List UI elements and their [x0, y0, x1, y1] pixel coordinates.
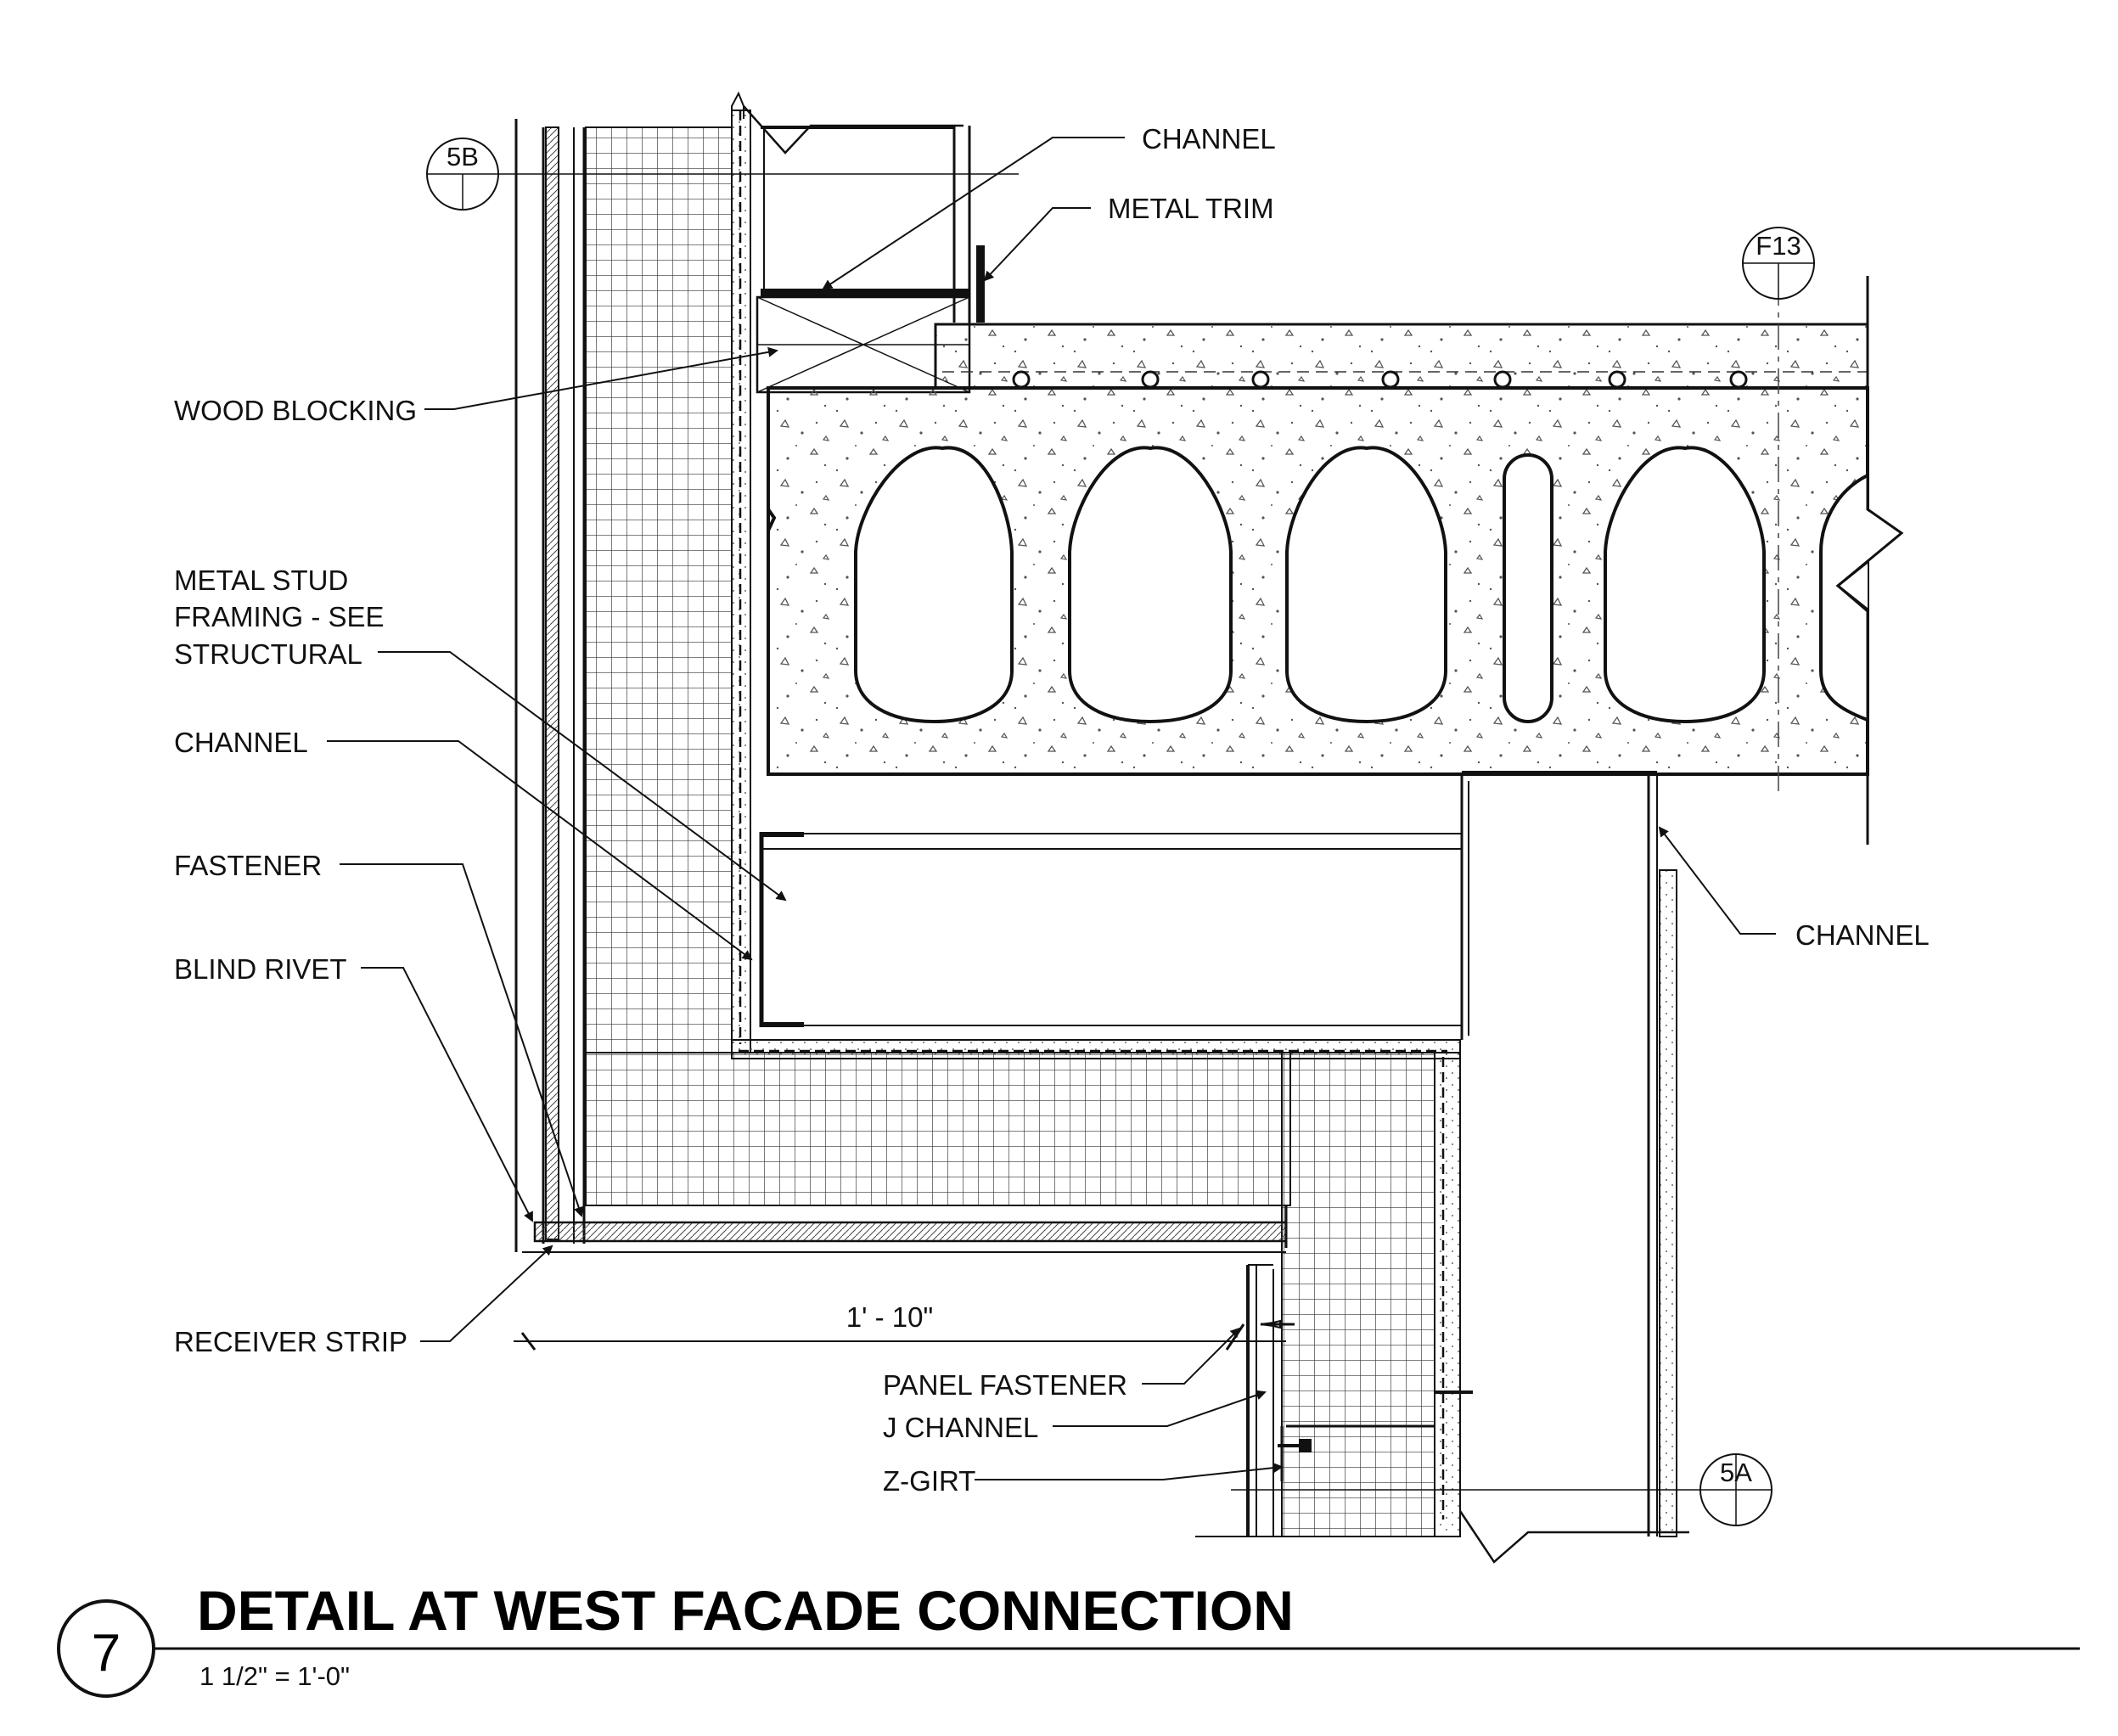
detail-scale: 1 1/2" = 1'-0" [199, 1661, 350, 1691]
detail-title: DETAIL AT WEST FACADE CONNECTION [197, 1579, 1294, 1642]
rebar-dot [1729, 370, 1748, 389]
insulation-horizontal [585, 1052, 1291, 1206]
label-wood-blocking: WOOD BLOCKING [174, 395, 417, 426]
label-metal-stud-2: FRAMING - SEE [174, 601, 385, 632]
label-blind-rivet: BLIND RIVET [174, 953, 347, 985]
detail-number: 7 [92, 1624, 121, 1683]
fasteners [1260, 1319, 1473, 1452]
channel-and-trim [756, 126, 985, 394]
insulation-lower [1281, 1052, 1435, 1537]
label-metal-trim: METAL TRIM [1108, 193, 1274, 224]
label-j-channel: J CHANNEL [883, 1412, 1038, 1443]
title-block: 7 DETAIL AT WEST FACADE CONNECTION 1 1/2… [57, 1579, 2080, 1698]
rebar-dots [1012, 370, 1748, 389]
label-channel-left: CHANNEL [174, 727, 308, 758]
grid-tag-5b: 5B [447, 142, 479, 171]
insulation-vertical [585, 126, 733, 1053]
dimension-line: 1' - 10" [514, 1301, 1286, 1351]
dimension-text: 1' - 10" [846, 1301, 933, 1333]
grid-tag-f13: F13 [1756, 231, 1801, 261]
grid-tag-5a: 5A [1720, 1458, 1752, 1487]
hollow-core-slab [767, 276, 1904, 849]
label-panel-fastener: PANEL FASTENER [883, 1369, 1127, 1401]
rebar-dot [1251, 370, 1270, 389]
rebar-dot [1608, 370, 1626, 389]
receiver-strip-bar [533, 1221, 1288, 1243]
rebar-dot [1141, 370, 1160, 389]
rebar-dot [1381, 370, 1400, 389]
label-channel-top: CHANNEL [1142, 123, 1276, 154]
label-z-girt: Z-GIRT [883, 1465, 975, 1497]
label-channel-right: CHANNEL [1795, 919, 1930, 951]
label-metal-stud-1: METAL STUD [174, 565, 348, 596]
label-metal-stud-3: STRUCTURAL [174, 638, 362, 670]
label-receiver-strip: RECEIVER STRIP [174, 1326, 407, 1357]
rebar-dot [1012, 370, 1031, 389]
rebar-dot [1493, 370, 1512, 389]
grid-references: 5B F13 5A [426, 138, 1815, 1526]
left-wall-assembly [514, 91, 1689, 1564]
label-fastener: FASTENER [174, 850, 322, 881]
leader-lines [327, 137, 1776, 1480]
steel-beam-and-column [759, 771, 1677, 1537]
callout-labels: CHANNEL METAL TRIM WOOD BLOCKING METAL S… [174, 123, 1930, 1497]
